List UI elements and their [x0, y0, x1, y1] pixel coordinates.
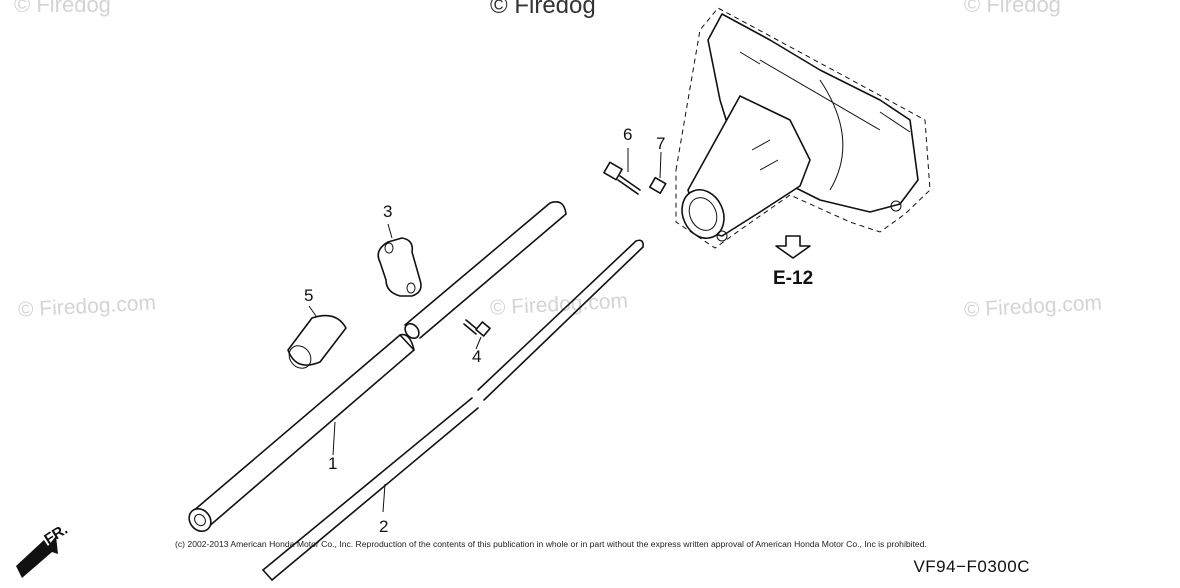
watermark: © Firedog — [14, 0, 111, 17]
section-reference: E-12 — [773, 268, 814, 289]
part-1-upper-tube — [404, 201, 567, 340]
callout-7: 7 — [656, 134, 666, 153]
part-2-shaft — [262, 239, 644, 581]
part-6-bolt — [603, 148, 641, 195]
copyright-notice: (c) 2002-2013 American Honda Motor Co., … — [175, 539, 927, 549]
front-arrow-icon — [16, 536, 58, 578]
callout-1: 1 — [328, 454, 338, 473]
callout-2: 2 — [379, 517, 389, 536]
callout-3: 3 — [383, 202, 393, 221]
part-3-clamp — [377, 223, 422, 297]
part-7-nut — [649, 151, 667, 194]
down-arrow-icon — [775, 235, 811, 259]
callout-6: 6 — [623, 125, 633, 144]
watermark: © Firedog — [964, 0, 1061, 17]
diagram-code: VF94−F0300C — [913, 557, 1030, 576]
part-1-lower-tube — [188, 333, 415, 533]
part-4-bolt — [463, 319, 491, 350]
callout-5: 5 — [304, 286, 314, 305]
watermark: © Firedog — [490, 0, 596, 19]
gear-case-housing — [675, 7, 931, 249]
part-5-sleeve — [287, 305, 347, 369]
callout-4: 4 — [472, 347, 482, 366]
